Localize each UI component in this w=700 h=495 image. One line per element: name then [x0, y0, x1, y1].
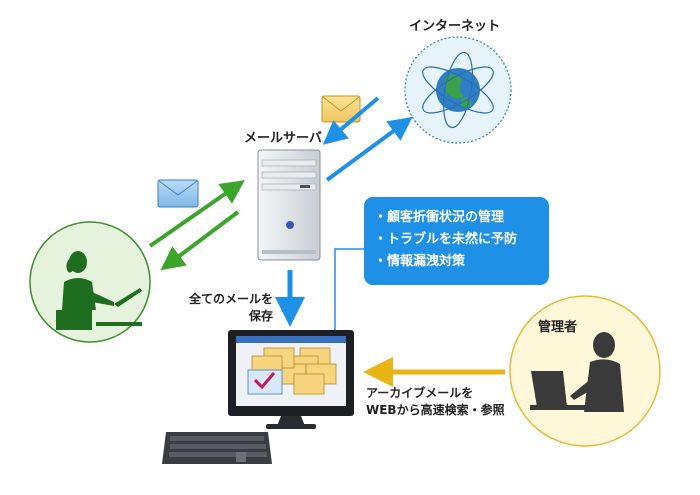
archive-caption: アーカイブメールを WEBから高速検索・参照 — [366, 385, 505, 419]
archive-caption-line2: WEBから高速検索・参照 — [366, 403, 505, 417]
save-caption: 全てのメールを 保存 — [189, 291, 273, 325]
envelope-icon-user — [157, 179, 199, 208]
admin-icon — [509, 295, 661, 447]
archive-caption-line1: アーカイブメールを — [366, 386, 474, 400]
archive-monitor-icon — [228, 330, 354, 429]
benefits-list: 顧客折衝状況の管理 トラブルを未然に予防 情報漏洩対策 — [364, 197, 549, 273]
admin-label: 管理者 — [538, 320, 578, 335]
internet-label: インターネット — [409, 19, 501, 34]
info-connector-line — [334, 248, 364, 332]
mail-server-label: メールサーバ — [244, 131, 322, 146]
arrow-user-to-server — [148, 180, 245, 248]
arrow-internet-to-server — [322, 96, 380, 145]
arrow-server-to-internet — [325, 116, 413, 182]
benefits-box: 顧客折衝状況の管理 トラブルを未然に予防 情報漏洩対策 — [364, 197, 549, 285]
mail-server-icon — [257, 149, 321, 261]
benefit-item: 情報漏洩対策 — [374, 251, 549, 273]
keyboard-icon — [162, 432, 272, 464]
arrow-server-to-user — [160, 210, 240, 271]
internet-globe — [404, 36, 512, 144]
benefit-item: 顧客折衝状況の管理 — [374, 207, 549, 229]
save-caption-line1: 全てのメールを — [189, 292, 274, 306]
save-caption-line2: 保存 — [249, 309, 274, 323]
benefit-item: トラブルを未然に予防 — [374, 229, 549, 251]
user-icon — [29, 221, 151, 343]
